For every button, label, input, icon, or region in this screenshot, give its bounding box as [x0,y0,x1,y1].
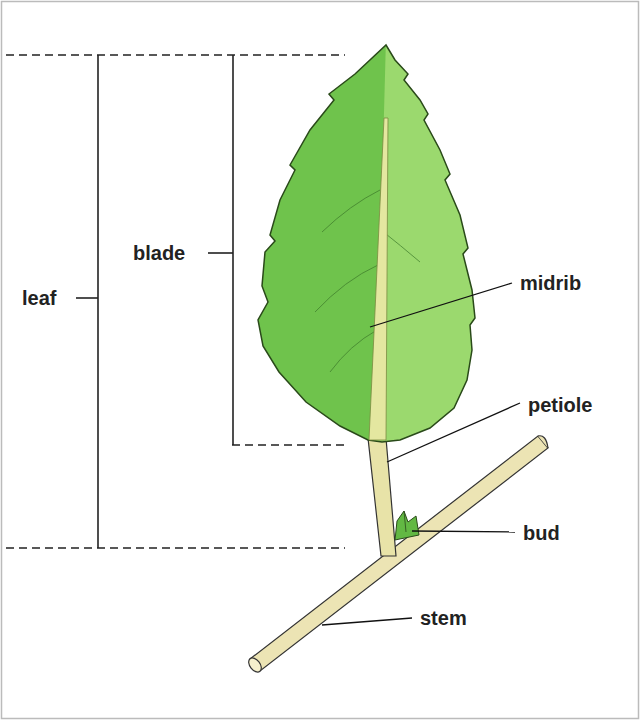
stem-shape [246,436,548,675]
part-label: stem [420,607,467,629]
petiole-shape [368,438,396,556]
bracket-label: blade [133,242,185,264]
leader-lines [322,283,520,625]
part-label: petiole [528,394,592,416]
midrib-shape [369,118,388,440]
part-label: midrib [520,272,581,294]
bud-shape [395,511,419,540]
bracket-label: leaf [22,287,56,309]
leaf-blade-shape [258,45,475,442]
part-label: bud [523,522,560,544]
brackets [76,55,233,548]
